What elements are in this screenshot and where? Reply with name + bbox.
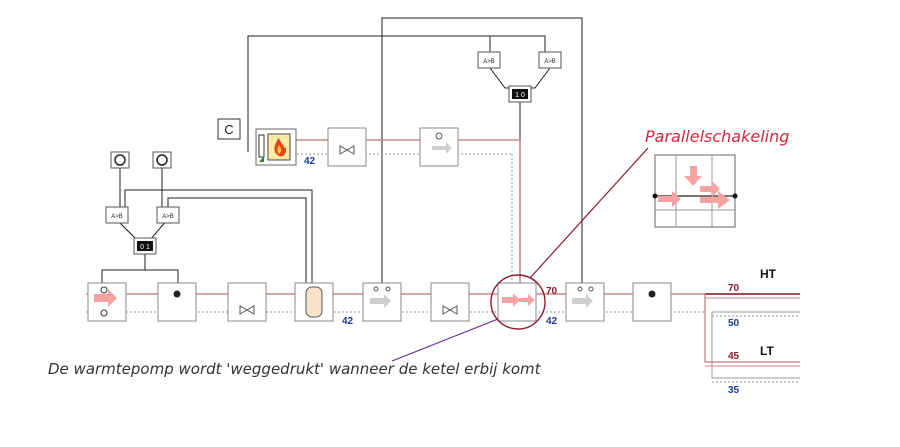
comparator-top-left: A>B [477,51,501,69]
main-return-temp-label: 42 [342,316,354,327]
valve-module-boiler [327,127,367,167]
heatpump-module [87,282,127,322]
control-wiring [101,17,583,290]
comparator-left-a: A>B [105,206,129,224]
sensor-module-1 [157,282,197,322]
comparator-label: A>B [162,214,174,220]
controller-box: C [217,118,241,140]
ht-return-temp-label: 50 [728,318,740,329]
lt-supply-temp-label: 45 [728,351,740,362]
lt-circuit-label: LT [760,344,774,358]
boiler-temp-label: 42 [304,156,316,167]
selector-top: 1 0 [508,85,532,103]
sensor-dial-left [110,151,130,169]
parallel-callout [391,147,738,362]
mixing-module-2 [565,282,605,322]
valve-module-2 [430,282,470,322]
main-supply-temp-label: 70 [546,286,558,297]
junction-return-temp-label: 42 [546,316,558,327]
comparator-top-right: A>B [538,51,562,69]
valve-module-1 [227,282,267,322]
mixing-module-1 [362,282,402,322]
selector-label: 1 0 [515,92,525,99]
lt-return-temp-label: 35 [728,385,740,396]
controller-label: C [224,122,233,137]
callout-title: Parallelschakeling [645,127,790,146]
parallel-junction-module [497,282,537,322]
comparator-label: A>B [544,59,556,65]
sensor-module-2 [632,282,672,322]
boiler-unit [255,128,297,166]
selector-label: 0 1 [140,244,150,251]
ht-supply-temp-label: 70 [728,283,740,294]
comparator-label: A>B [111,214,123,220]
comparator-label: A>B [483,59,495,65]
comparator-left-b: A>B [156,206,180,224]
diagram-caption: De warmtepomp wordt 'weggedrukt' wanneer… [48,360,541,378]
buffer-tank-module [294,282,334,322]
selector-left: 0 1 [133,237,157,255]
ht-circuit-label: HT [760,267,777,281]
sensor-dial-right [152,151,172,169]
pump-module-boiler [419,127,459,167]
